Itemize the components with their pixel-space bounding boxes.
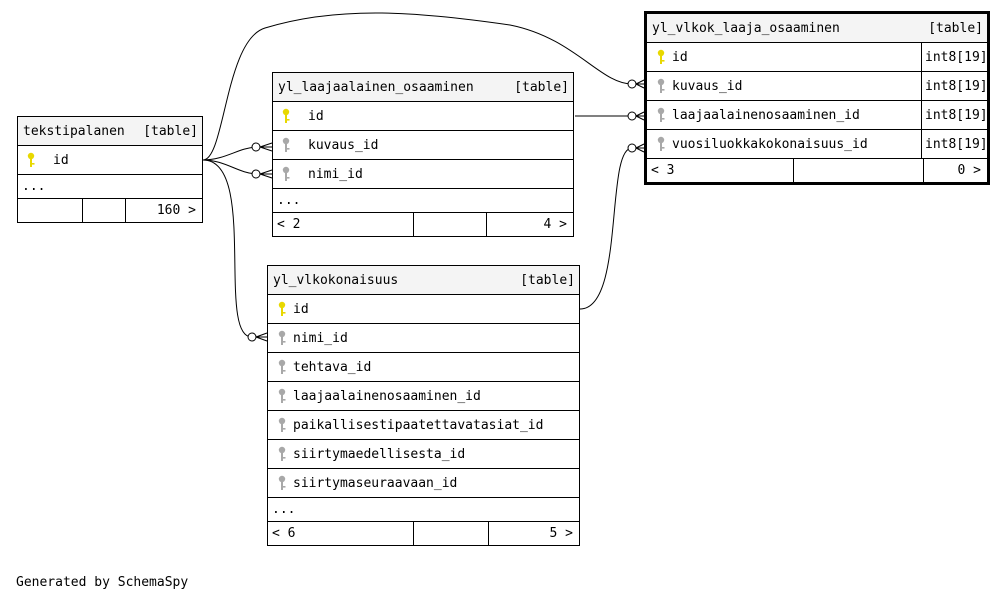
footer-children[interactable]: 160 > xyxy=(156,203,196,218)
column-name: kuvaus_id xyxy=(308,137,379,153)
table-header: yl_vlkok_laaja_osaaminen [table] xyxy=(647,14,987,43)
generated-by-label: Generated by SchemaSpy xyxy=(16,575,189,590)
column-row[interactable]: id xyxy=(18,146,202,175)
footer-parents[interactable]: < 6 xyxy=(268,522,414,545)
footer-middle xyxy=(83,199,126,222)
edge-tekstipalanen-vlkok-kuvaus xyxy=(202,12,633,161)
column-name: nimi_id xyxy=(293,330,348,346)
column-name: vuosiluokkakokonaisuus_id xyxy=(672,136,868,152)
table-yl-vlkokonaisuus[interactable]: yl_vlkokonaisuus [table] id nimi_id teht… xyxy=(267,265,580,546)
column-name: siirtymaseuraavaan_id xyxy=(293,475,458,491)
footer-parents[interactable]: < 3 xyxy=(647,159,794,182)
edge-vlkokonaisuus-vlkok-vuosi xyxy=(579,147,633,310)
table-footer: 160 > xyxy=(18,199,202,222)
footer-middle xyxy=(414,213,487,236)
column-name: nimi_id xyxy=(308,166,363,182)
primary-key-icon xyxy=(657,49,665,64)
footer-parents[interactable]: < 2 xyxy=(273,213,414,236)
edge-tekstipalanen-vlkokonaisuus-nimi xyxy=(202,159,253,338)
primary-key-icon xyxy=(282,108,290,123)
column-type: int8[19] xyxy=(921,130,988,158)
footer-middle xyxy=(794,159,924,182)
table-kind: [table] xyxy=(520,272,575,288)
column-type: int8[19] xyxy=(921,101,988,129)
column-name: siirtymaedellisesta_id xyxy=(293,446,466,462)
table-kind: [table] xyxy=(928,20,983,36)
more-columns: ... xyxy=(273,189,573,213)
more-columns: ... xyxy=(268,498,579,522)
column-row[interactable]: paikallisestipaatettavatasiat_id xyxy=(268,411,579,440)
table-kind: [table] xyxy=(143,123,198,139)
foreign-key-icon xyxy=(278,359,286,374)
column-row[interactable]: siirtymaseuraavaan_id xyxy=(268,469,579,498)
table-name: yl_vlkokonaisuus xyxy=(273,272,399,288)
footer-children[interactable]: 5 > xyxy=(549,526,573,541)
footer-children[interactable]: 4 > xyxy=(543,217,567,232)
table-footer: < 3 0 > xyxy=(647,159,987,182)
foreign-key-icon xyxy=(282,166,290,181)
edge-tekstipalanen-laaja-nimi xyxy=(202,159,257,175)
column-name: id xyxy=(308,108,324,124)
table-kind: [table] xyxy=(514,79,569,95)
more-columns: ... xyxy=(18,175,202,199)
column-row[interactable]: kuvaus_id int8[19] xyxy=(647,72,988,101)
foreign-key-icon xyxy=(657,78,665,93)
footer-children[interactable]: 0 > xyxy=(957,163,981,178)
column-name: laajaalainenosaaminen_id xyxy=(672,107,860,123)
column-row[interactable]: laajaalainenosaaminen_id xyxy=(268,382,579,411)
foreign-key-icon xyxy=(278,446,286,461)
column-name: id xyxy=(672,49,688,65)
column-row[interactable]: id int8[19] xyxy=(647,43,988,72)
column-row[interactable]: id xyxy=(273,102,573,131)
column-row[interactable]: laajaalainenosaaminen_id int8[19] xyxy=(647,101,988,130)
table-header: tekstipalanen [table] xyxy=(18,117,202,146)
column-row[interactable]: id xyxy=(268,295,579,324)
foreign-key-icon xyxy=(278,330,286,345)
table-header: yl_laajaalainen_osaaminen [table] xyxy=(273,73,573,102)
column-name: tehtava_id xyxy=(293,359,372,375)
table-header: yl_vlkokonaisuus [table] xyxy=(268,266,579,295)
column-row[interactable]: nimi_id xyxy=(268,324,579,353)
column-name: kuvaus_id xyxy=(672,78,743,94)
column-name: id xyxy=(53,152,69,168)
column-row[interactable]: siirtymaedellisesta_id xyxy=(268,440,579,469)
foreign-key-icon xyxy=(278,417,286,432)
column-name: id xyxy=(293,301,309,317)
footer-middle xyxy=(414,522,489,545)
foreign-key-icon xyxy=(657,107,665,122)
primary-key-icon xyxy=(27,152,35,167)
table-footer: < 6 5 > xyxy=(268,522,579,545)
primary-key-icon xyxy=(278,301,286,316)
table-footer: < 2 4 > xyxy=(273,213,573,236)
column-type: int8[19] xyxy=(921,43,988,71)
table-yl-laajaalainen-osaaminen[interactable]: yl_laajaalainen_osaaminen [table] id kuv… xyxy=(272,72,574,237)
column-name: laajaalainenosaaminen_id xyxy=(293,388,481,404)
table-name: yl_laajaalainen_osaaminen xyxy=(278,79,474,95)
column-row[interactable]: tehtava_id xyxy=(268,353,579,382)
column-row[interactable]: vuosiluokkakokonaisuus_id int8[19] xyxy=(647,130,988,159)
column-name: paikallisestipaatettavatasiat_id xyxy=(293,417,544,433)
table-tekstipalanen[interactable]: tekstipalanen [table] id ... 160 > xyxy=(17,116,203,223)
column-row[interactable]: nimi_id xyxy=(273,160,573,189)
table-name: yl_vlkok_laaja_osaaminen xyxy=(652,20,840,36)
foreign-key-icon xyxy=(278,388,286,403)
table-name: tekstipalanen xyxy=(23,123,125,139)
foreign-key-icon xyxy=(278,475,286,490)
column-row[interactable]: kuvaus_id xyxy=(273,131,573,160)
foreign-key-icon xyxy=(282,137,290,152)
foreign-key-icon xyxy=(657,136,665,151)
table-yl-vlkok-laaja-osaaminen[interactable]: yl_vlkok_laaja_osaaminen [table] id int8… xyxy=(644,11,990,185)
footer-parents[interactable] xyxy=(18,199,83,222)
column-type: int8[19] xyxy=(921,72,988,100)
